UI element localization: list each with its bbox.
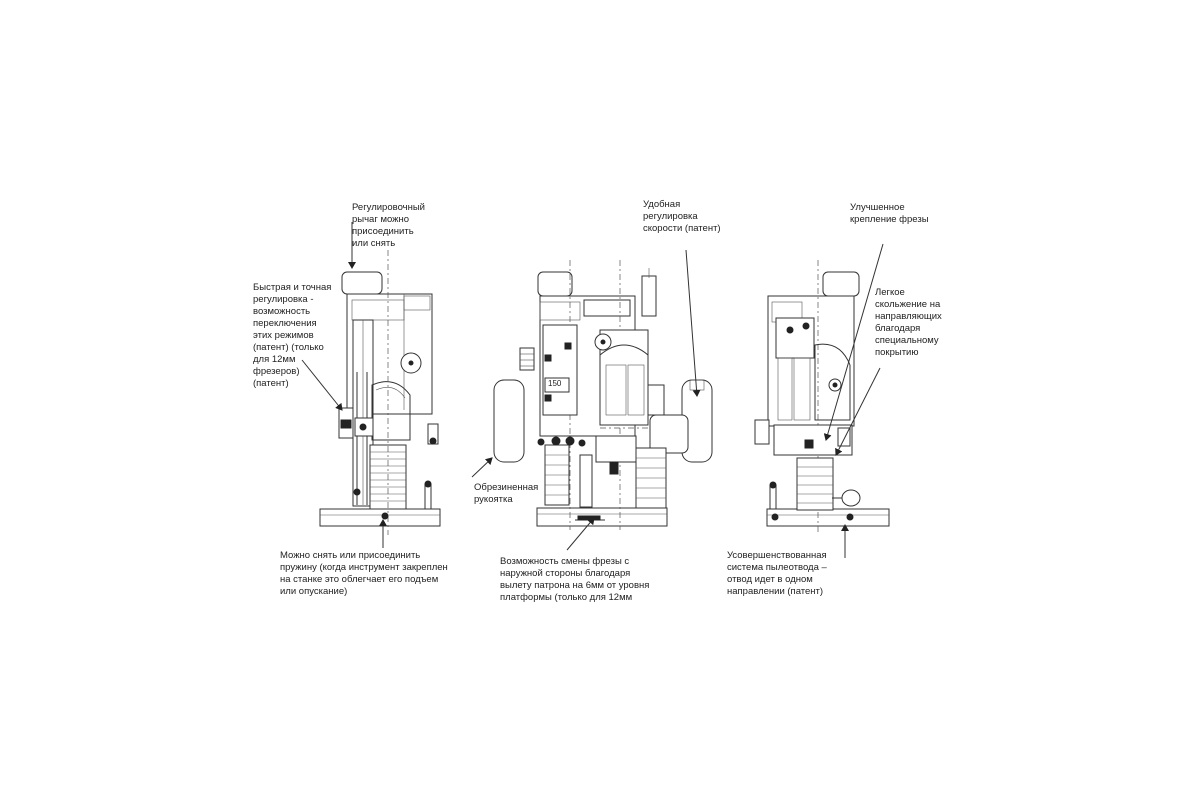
label-dust: Усовершенствованная система пылеотвода –…	[727, 550, 827, 597]
label-bit-change: Возможность смены фрезы с наружной сторо…	[500, 556, 650, 603]
depth-scale-readout: 150	[548, 379, 562, 388]
router-left-view	[319, 250, 441, 535]
leader-arrows	[301, 222, 884, 558]
label-bit-mount: Улучшенное крепление фрезы	[850, 202, 929, 225]
label-fine-adjust: Быстрая и точная регулировка - возможнос…	[253, 282, 332, 389]
label-easy-slide: Легкое скольжение на направляющих благод…	[875, 287, 942, 358]
label-rubber-handle: Обрезиненная рукоятка	[474, 482, 539, 505]
label-adjust-lever: Регулировочный рычаг можно присоединить …	[352, 202, 425, 249]
router-middle-view	[493, 260, 713, 530]
label-speed: Удобная регулировка скорости (патент)	[643, 199, 721, 234]
router-right-view	[754, 260, 890, 535]
label-spring: Можно снять или присоединить пружину (ко…	[280, 550, 448, 597]
